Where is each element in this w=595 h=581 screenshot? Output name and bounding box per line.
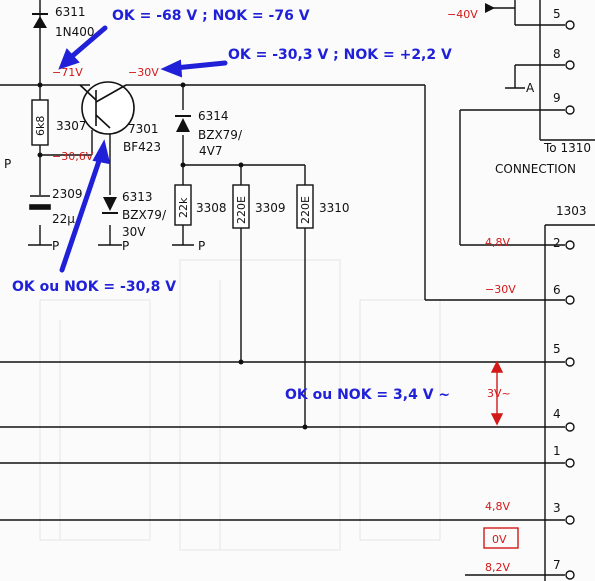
transistor-ref: 7301 bbox=[128, 122, 159, 136]
ground-label-left: P bbox=[4, 157, 11, 171]
pin-5-top: 5 bbox=[553, 7, 561, 21]
transistor-7301-symbol bbox=[79, 81, 135, 135]
pin-8-top: 8 bbox=[553, 47, 561, 61]
annotation-collector-voltage: OK = -30,3 V ; NOK = +2,2 V bbox=[228, 47, 452, 63]
resistor-3309-ref: 3309 bbox=[255, 201, 286, 215]
resistor-3308-symbol bbox=[174, 184, 192, 226]
pin-4: 4 bbox=[553, 407, 561, 421]
pin-3: 3 bbox=[553, 501, 561, 515]
background-faint-grid bbox=[39, 259, 441, 551]
connector-1303-label: 1303 bbox=[556, 204, 587, 218]
resistor-3309-symbol bbox=[232, 184, 250, 229]
resistor-3310-symbol bbox=[296, 184, 314, 229]
zener-6314-type: BZX79/ bbox=[198, 128, 243, 142]
voltage-4-8-pin2: 4,8V bbox=[485, 236, 510, 249]
ground-a-label: A bbox=[526, 81, 535, 95]
resistor-3308-ref: 3308 bbox=[196, 201, 227, 215]
pin-5: 5 bbox=[553, 342, 561, 356]
voltage-minus-30-pin6: −30V bbox=[485, 283, 516, 296]
zener-6313-ref: 6313 bbox=[122, 190, 153, 204]
resistor-3310-value: 220E bbox=[299, 196, 312, 224]
ground-label-2: P bbox=[122, 239, 129, 253]
annotation-base-voltage: OK ou NOK = -30,8 V bbox=[12, 279, 176, 295]
transistor-type: BF423 bbox=[123, 140, 161, 154]
resistor-3307-ref: 3307 bbox=[56, 119, 87, 133]
capacitor-2309-symbol bbox=[29, 195, 51, 210]
resistor-3309-value: 220E bbox=[235, 196, 248, 224]
annotation-pin4-voltage: OK ou NOK = 3,4 V ~ bbox=[285, 387, 450, 403]
voltage-minus-71: −71V bbox=[52, 66, 83, 79]
voltage-4-8-pin3: 4,8V bbox=[485, 500, 510, 513]
voltage-minus-40: −40V bbox=[447, 8, 478, 21]
zener-6313-voltage: 30V bbox=[122, 225, 146, 239]
resistor-3310-ref: 3310 bbox=[319, 201, 350, 215]
pin-6: 6 bbox=[553, 283, 561, 297]
voltage-3v-ac: 3V~ bbox=[487, 387, 511, 400]
annotation-diode-voltage: OK = -68 V ; NOK = -76 V bbox=[112, 8, 310, 24]
resistor-3308-value: 22k bbox=[177, 197, 190, 218]
capacitor-2309-ref: 2309 bbox=[52, 187, 83, 201]
capacitor-2309-value: 22µ bbox=[52, 212, 75, 226]
zener-6314-ref: 6314 bbox=[198, 109, 229, 123]
voltage-minus-30-6: −30,6V bbox=[52, 150, 94, 163]
connection-label: CONNECTION bbox=[495, 162, 576, 176]
zero-volt-box bbox=[483, 527, 519, 549]
pin-1: 1 bbox=[553, 444, 561, 458]
resistor-3307-symbol bbox=[31, 99, 49, 146]
voltage-8-2: 8,2V bbox=[485, 561, 510, 574]
zener-6314-symbol bbox=[175, 115, 191, 132]
connection-arrow-symbol bbox=[485, 3, 495, 13]
diode-6311-type: 1N400 bbox=[55, 25, 95, 39]
annotation-arrows bbox=[58, 25, 228, 273]
diode-6311-symbol bbox=[32, 13, 48, 28]
connector-pins bbox=[565, 20, 575, 580]
diode-6311-ref: 6311 bbox=[55, 5, 86, 19]
measure-arrow-3v bbox=[490, 360, 504, 426]
zener-6313-symbol bbox=[102, 197, 118, 214]
zener-6314-voltage: 4V7 bbox=[199, 144, 222, 158]
pin-9-top: 9 bbox=[553, 91, 561, 105]
resistor-3307-value: 6k8 bbox=[34, 116, 47, 136]
pin-2: 2 bbox=[553, 236, 561, 250]
voltage-0v: 0V bbox=[492, 533, 507, 546]
junction-dots bbox=[37, 82, 308, 430]
voltage-minus-30-top: −30V bbox=[128, 66, 159, 79]
ground-label-1: P bbox=[52, 239, 59, 253]
ground-label-3: P bbox=[198, 239, 205, 253]
pin-7: 7 bbox=[553, 558, 561, 572]
zener-6313-type: BZX79/ bbox=[122, 208, 167, 222]
to-connector-label: To 1310 bbox=[543, 141, 591, 155]
